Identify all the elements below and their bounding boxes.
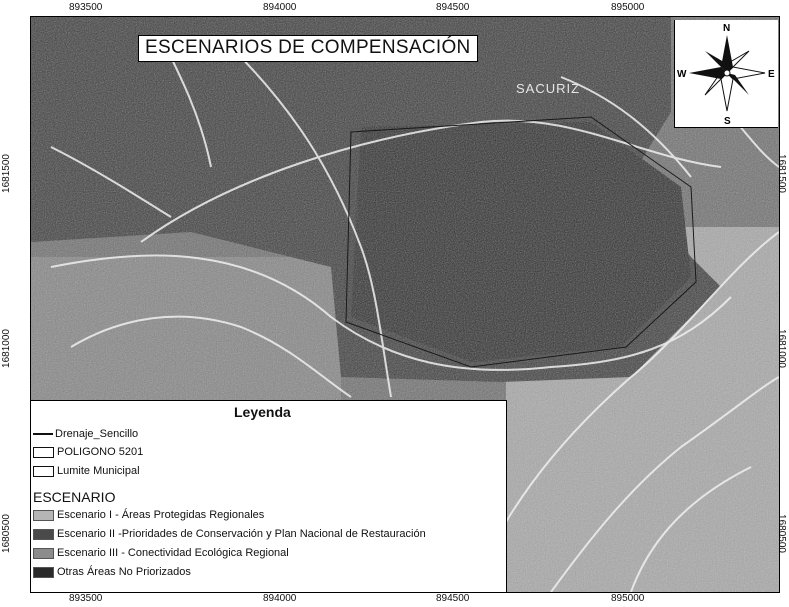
legend-item-label: Lumite Municipal — [57, 465, 140, 477]
legend-item-label: Otras Áreas No Priorizados — [57, 566, 191, 578]
swatch-scenario-2 — [33, 528, 54, 540]
map-frame: ESCENARIOS DE COMPENSACIÓN SACURIZ N S E… — [30, 16, 780, 593]
legend-item-label: Drenaje_Sencillo — [55, 428, 139, 440]
legend-item-drenaje: Drenaje_Sencillo — [33, 428, 138, 440]
legend-item-label: POLIGONO 5201 — [57, 446, 144, 458]
compass-rose: N S E W — [674, 20, 778, 128]
y-tick-left-1681000: 1681000 — [0, 329, 12, 368]
x-tick-bottom-894500: 894500 — [436, 593, 470, 604]
legend-scenario-1: Escenario I - Áreas Protegidas Regionale… — [33, 509, 264, 521]
legend-scenario-heading: ESCENARIO — [33, 489, 116, 505]
drainage-line — [560, 76, 692, 178]
line-symbol-icon — [33, 433, 53, 435]
x-tick-top-895000: 895000 — [611, 2, 645, 13]
map-title: ESCENARIOS DE COMPENSACIÓN — [138, 35, 478, 62]
place-label: SACURIZ — [516, 81, 581, 96]
drainage-line — [70, 315, 352, 398]
swatch-scenario-3 — [33, 547, 54, 559]
legend: Leyenda Drenaje_Sencillo POLIGONO 5201 L… — [31, 400, 507, 592]
drainage-line — [630, 466, 752, 592]
legend-item-label: Escenario III - Conectividad Ecológica R… — [57, 547, 289, 559]
legend-scenario-4: Otras Áreas No Priorizados — [33, 566, 191, 578]
drainage-line — [230, 46, 392, 398]
x-tick-top-894500: 894500 — [436, 2, 470, 13]
compass-rose-icon: N S E W — [677, 23, 775, 127]
polygon-symbol-icon — [33, 446, 54, 458]
legend-title: Leyenda — [234, 404, 291, 420]
drainage-line — [550, 376, 779, 592]
polygon-symbol-icon — [33, 465, 54, 477]
y-tick-left-1681500: 1681500 — [0, 154, 12, 193]
drainage-line — [140, 119, 722, 243]
swatch-scenario-4 — [33, 566, 54, 578]
compass-e: E — [768, 69, 775, 80]
drainage-line — [50, 146, 172, 218]
legend-item-limite: Lumite Municipal — [33, 465, 140, 477]
compass-w: W — [677, 69, 687, 80]
compass-s: S — [724, 116, 731, 127]
drainage-line — [50, 254, 732, 371]
legend-scenario-3: Escenario III - Conectividad Ecológica R… — [33, 547, 289, 559]
poligono-5201-outline — [345, 116, 697, 368]
x-tick-bottom-893500: 893500 — [69, 593, 103, 604]
drainage-network — [50, 36, 779, 592]
legend-scenario-2: Escenario II -Prioridades de Conservació… — [33, 528, 426, 540]
legend-item-label: Escenario II -Prioridades de Conservació… — [57, 528, 426, 540]
legend-item-label: Escenario I - Áreas Protegidas Regionale… — [57, 509, 265, 521]
x-tick-bottom-895000: 895000 — [611, 593, 645, 604]
x-tick-top-894000: 894000 — [263, 2, 297, 13]
x-tick-top-893500: 893500 — [69, 2, 103, 13]
swatch-scenario-1 — [33, 509, 54, 521]
compass-n: N — [723, 23, 730, 34]
y-tick-left-1680500: 1680500 — [0, 514, 12, 553]
x-tick-bottom-894000: 894000 — [263, 593, 297, 604]
legend-item-poligono: POLIGONO 5201 — [33, 446, 143, 458]
